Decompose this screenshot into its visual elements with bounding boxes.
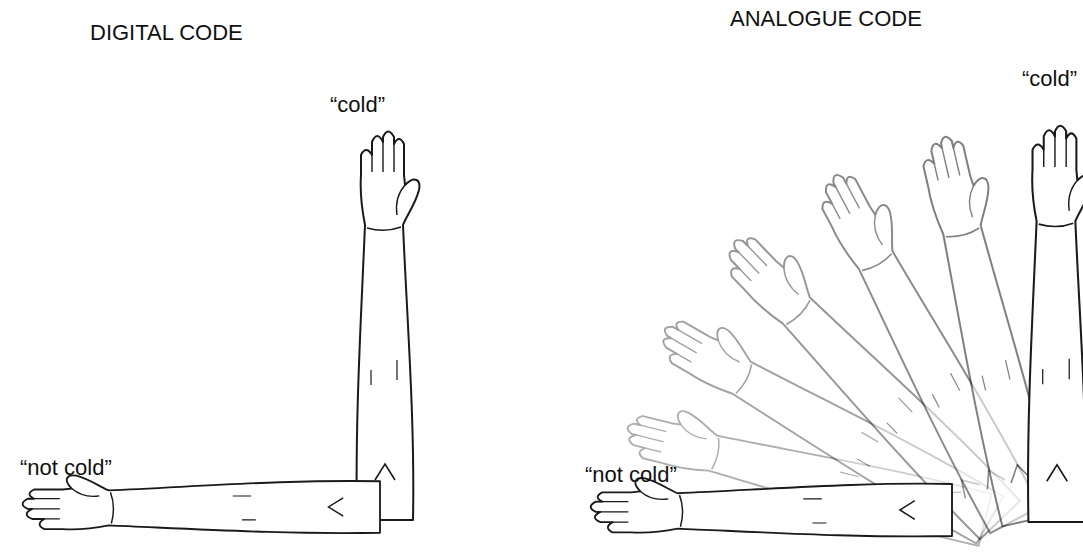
raised-arm [357,132,420,521]
panel-heading: ANALOGUE CODE [730,6,922,32]
state-label: “cold” [1022,66,1077,92]
state-label: “cold” [330,92,385,118]
raised-arm [1028,126,1083,522]
lowered-arm [23,475,380,533]
state-label: “not cold” [20,455,112,481]
panel-heading: DIGITAL CODE [90,20,243,46]
state-label: “not cold” [585,462,677,488]
